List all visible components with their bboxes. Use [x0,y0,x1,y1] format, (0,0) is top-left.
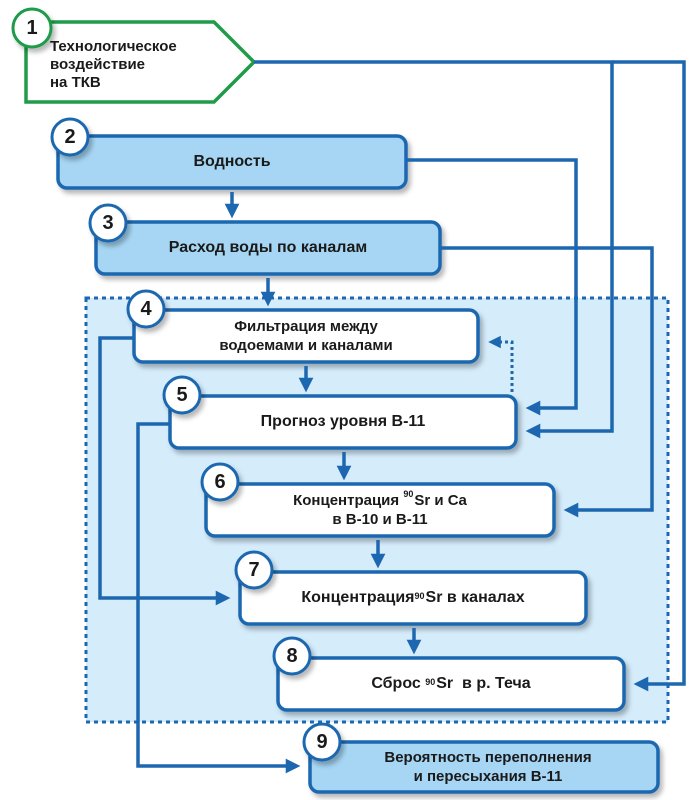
arrow-5-to-4-dotted [488,335,514,392]
node-9-label: Вероятность переполнения и пересыхания В… [318,742,658,792]
node-6-label: Концентрация 90Sr и Ca в В-10 и В-11 [206,484,554,536]
node-7-badge [234,550,274,590]
node-1-box [24,20,257,104]
node-9-number: 9 [316,730,328,753]
node-2-label: Водность [193,153,271,170]
node-7-text-pre: Концентрация [301,589,415,606]
node-6-isotope: 90 [403,489,414,499]
node-3-number: 3 [102,211,114,234]
node-4-line-1: Фильтрация между [234,318,378,335]
node-9-line-1: Вероятность переполнения [384,749,592,766]
node-6-line-2: в В-10 и В-11 [332,511,428,528]
node-3-label: Расход воды по каналам [168,239,368,256]
node-6-box [204,482,556,538]
arrow-1-to-8 [612,60,686,692]
node-9-line-2: и пересыхания В-11 [413,768,563,785]
node-6-number: 6 [214,470,226,493]
node-8-number: 8 [286,644,298,667]
arrow-4-to-7 [98,336,231,606]
node-6-badge [200,462,240,502]
node-3-badge [88,203,128,243]
node-1-number: 1 [26,16,38,39]
node-4-line-2: водоемами и каналами [219,337,393,354]
node-1-line-1: Технологическое [50,38,177,55]
node-2-badge [50,117,90,157]
node-6-text-pre: Концентрация [293,492,404,509]
node-7-text-post: Sr в каналах [425,589,525,606]
node-8-badge [272,636,312,676]
node-8-box [276,656,626,712]
node-9-box [308,740,660,794]
node-8-text-pre: Сброс [371,675,426,692]
node-9-badge [302,722,342,762]
node-5-label: Прогноз уровня В-11 [260,413,426,430]
node-1-line-2: воздействие [50,56,146,73]
node-4-label: Фильтрация между водоемами и каналами [134,310,478,362]
arrow-5-to-9 [136,422,301,774]
arrow-3-to-6 [440,246,654,518]
node-2-box [56,134,408,190]
node-4-box [132,308,480,364]
node-4-number: 4 [140,297,152,320]
node-1-line-3: на ТКВ [50,74,101,91]
node-1-label: Технологическое воздействие на ТКВ [50,38,220,94]
node-5-badge [162,375,202,415]
node-1-badge [11,7,53,49]
node-6-line-1: Концентрация 90Sr и Ca [293,489,467,510]
node-4-badge [126,289,166,329]
node-5-box [168,394,518,450]
node-2-number: 2 [64,125,76,148]
node-7-box [238,570,588,626]
arrow-2-to-5 [406,158,578,416]
node-6-text-post: Sr и Ca [414,492,467,509]
node-5-number: 5 [176,383,188,406]
node-7-number: 7 [248,558,260,581]
node-8-text-post: Sr в р. Теча [436,675,531,692]
